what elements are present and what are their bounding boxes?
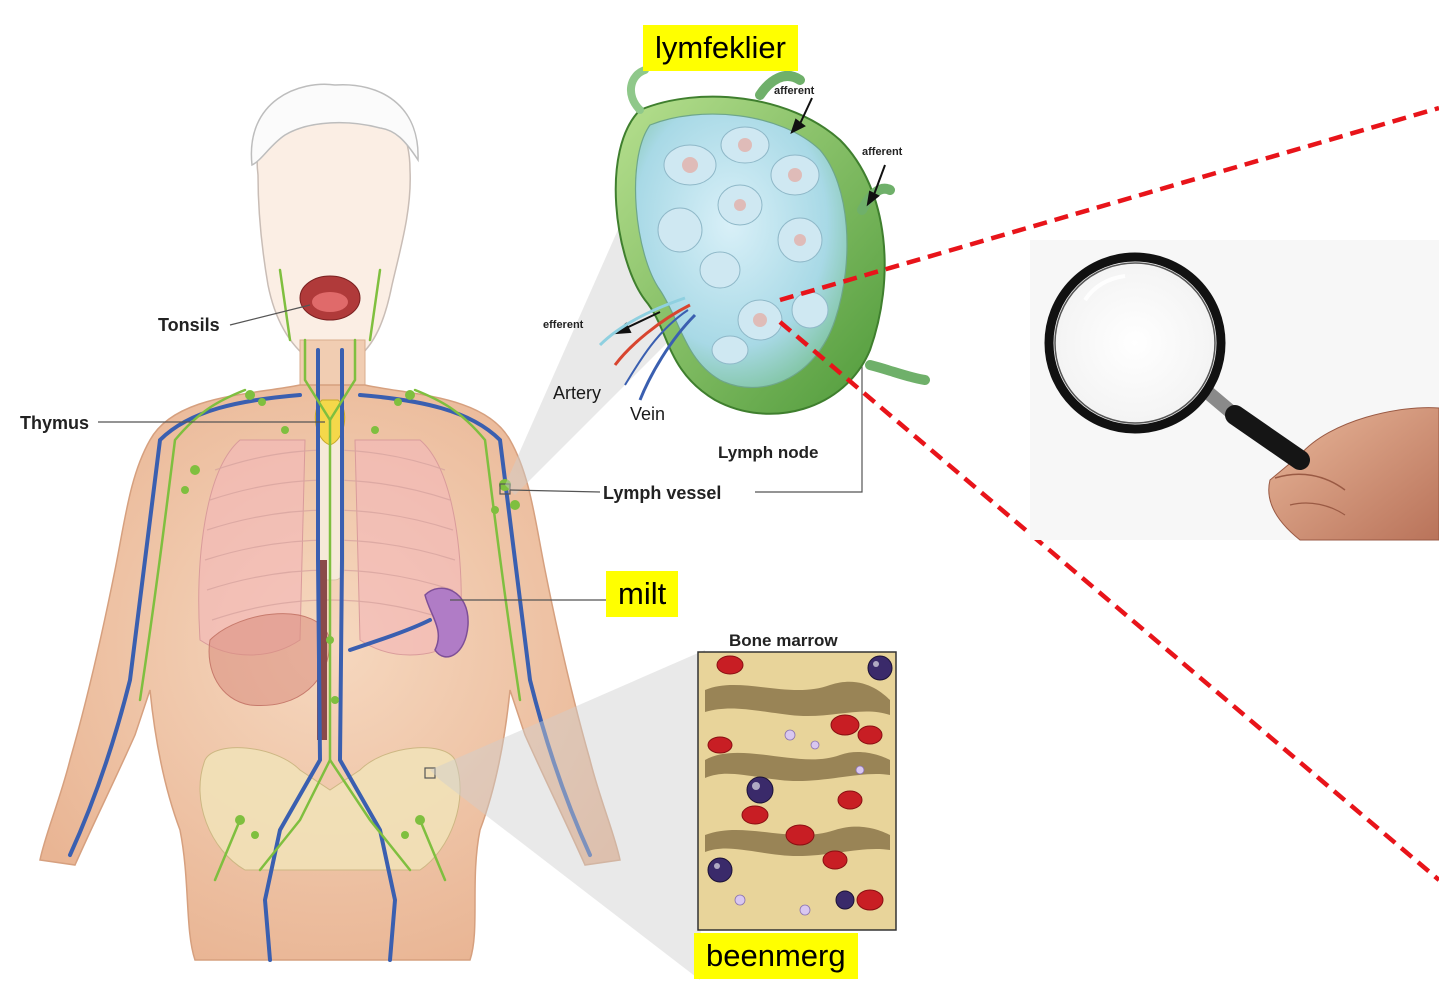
artery-label: Artery [553,383,601,403]
thymus-label: Thymus [20,413,89,433]
spleen-heading: milt [606,571,678,617]
bone-marrow-title: Bone marrow [729,631,838,650]
magnifier-photo [1030,240,1439,540]
afferent-right-label: afferent [862,146,903,158]
efferent-label: efferent [543,319,584,331]
lymph-node-heading: lymfeklier [643,25,798,71]
bone-marrow-panel [698,652,896,930]
lymph-node-label: Lymph node [718,443,818,462]
tonsils-label: Tonsils [158,315,220,335]
lymph-vessel-label: Lymph vessel [603,483,721,503]
lymph-node-illustration [600,70,925,414]
afferent-top-label: afferent [774,85,815,97]
bone-marrow-heading: beenmerg [694,933,858,979]
vein-label: Vein [630,404,665,424]
